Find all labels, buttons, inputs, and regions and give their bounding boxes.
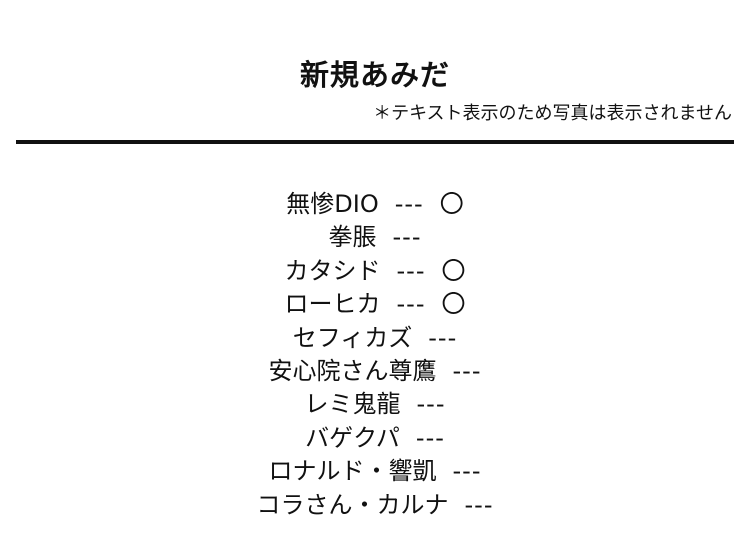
list-item: セフィカズ --- <box>0 322 750 355</box>
entry-separator: --- <box>396 256 426 285</box>
entry-name: バゲクパ <box>305 423 400 452</box>
entry-separator: --- <box>415 423 445 452</box>
entry-separator: --- <box>452 356 482 385</box>
entry-separator: --- <box>416 390 446 419</box>
list-item: レミ鬼龍 --- <box>0 388 750 421</box>
list-item: ローヒカ --- 〇 <box>0 288 750 321</box>
header-divider <box>16 140 734 144</box>
amida-result-list: 無惨DIO---〇 拳脹--- カタシド---〇 ローヒカ---〇 セフィカズ-… <box>0 188 750 522</box>
entry-separator: --- <box>452 457 482 486</box>
entry-separator: --- <box>396 290 426 319</box>
entry-name: ローヒカ <box>284 290 381 319</box>
entry-name: 安心院さん尊鷹 <box>268 356 437 385</box>
entry-name: 拳脹 <box>328 223 377 252</box>
list-item: 拳脹 --- <box>0 221 750 254</box>
entry-separator: --- <box>464 490 494 519</box>
photo-notice: ＊テキスト表示のため写真は表示されません <box>373 103 732 124</box>
circle-mark: 〇 <box>441 256 466 285</box>
entry-name: ロナルド・響凱 <box>268 457 437 486</box>
entry-name: レミ鬼龍 <box>304 390 401 419</box>
list-item: 安心院さん尊鷹 --- <box>0 355 750 388</box>
list-item: バゲクパ --- <box>0 422 750 455</box>
circle-mark: 〇 <box>439 190 464 218</box>
entry-name: セフィカズ <box>292 323 413 352</box>
page-title: 新規あみだ <box>299 58 450 92</box>
entry-name: カタシド <box>284 256 381 285</box>
entry-separator: --- <box>394 190 424 218</box>
list-item: カタシド --- 〇 <box>0 255 750 288</box>
entry-name: 無惨DIO <box>286 190 379 218</box>
list-item: コラさん・カルナ --- <box>0 489 750 522</box>
list-item: 無惨DIO --- 〇 <box>0 188 750 221</box>
entry-separator: --- <box>392 223 422 252</box>
circle-mark: 〇 <box>441 290 466 319</box>
entry-separator: --- <box>428 323 458 352</box>
list-item: ロナルド・響凱 --- <box>0 455 750 488</box>
entry-name: コラさん・カルナ <box>256 490 449 519</box>
